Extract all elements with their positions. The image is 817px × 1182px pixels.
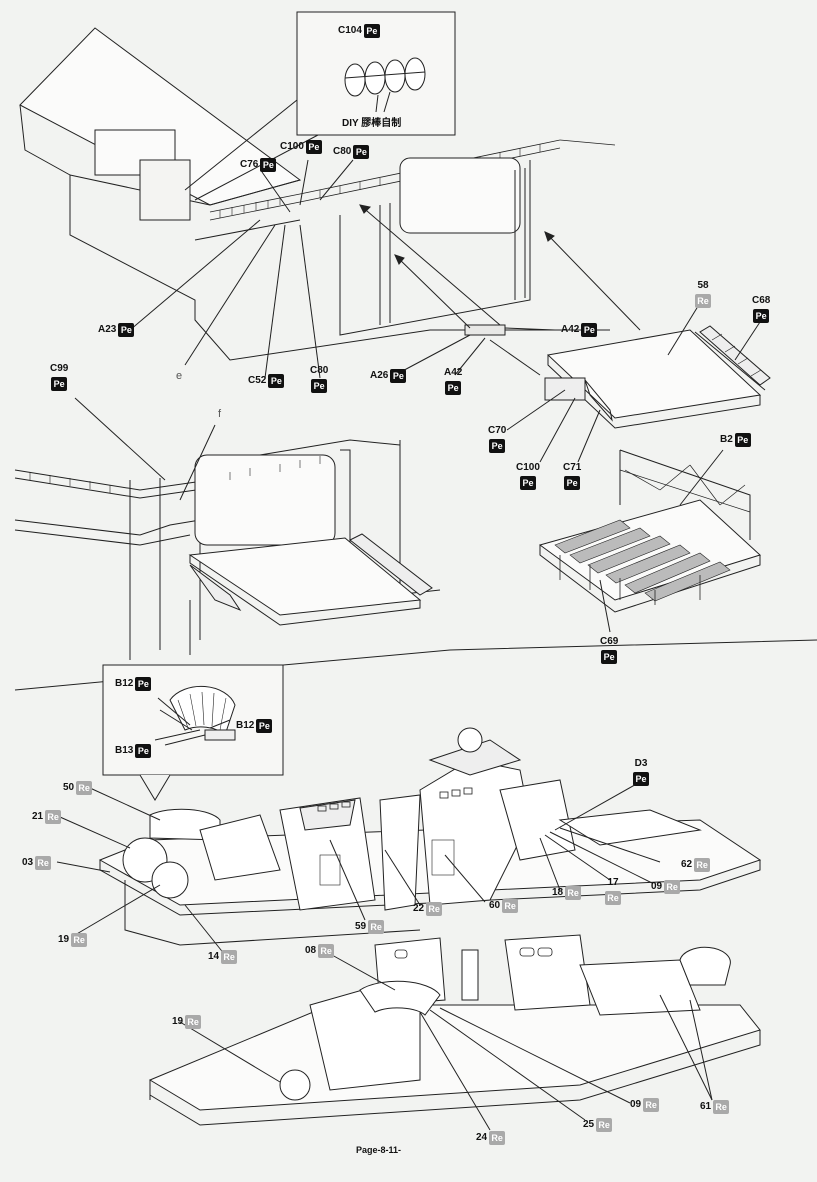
callout-letter-f: f xyxy=(218,408,222,420)
rack-assembly xyxy=(538,449,761,633)
page-number: Page-8-11- xyxy=(356,1145,402,1155)
ramp-assembly xyxy=(506,302,771,463)
drum-part-drawing xyxy=(344,57,426,113)
hull-assembly-top xyxy=(19,27,641,379)
diy-note: DIY 膠棒自制 xyxy=(342,118,402,129)
island-assembly-lower xyxy=(148,934,761,1131)
callout-letter-e: e xyxy=(176,370,183,382)
b12-inset xyxy=(102,664,284,801)
hull-assembly-middle xyxy=(14,397,817,691)
